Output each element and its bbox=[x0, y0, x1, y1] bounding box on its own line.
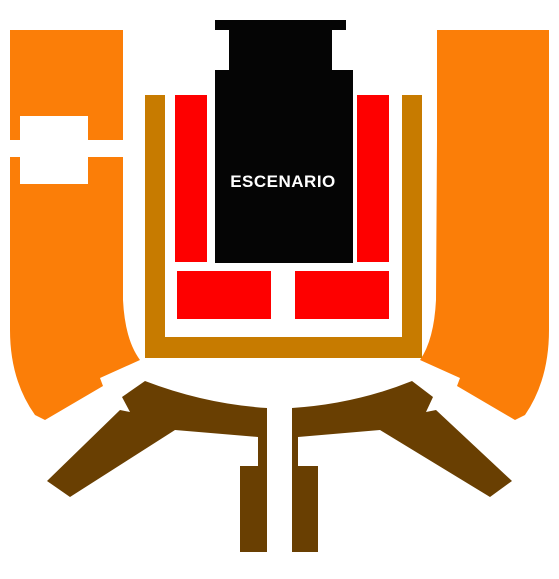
stage-area bbox=[215, 20, 353, 263]
vip-left-column-section[interactable] bbox=[175, 95, 207, 262]
general-right-section[interactable] bbox=[292, 381, 512, 552]
stage-label: ESCENARIO bbox=[230, 172, 336, 191]
lateral-left-section[interactable] bbox=[10, 30, 140, 420]
lateral-right-section[interactable] bbox=[420, 30, 549, 420]
vip-front-left-section[interactable] bbox=[177, 271, 271, 319]
general-left-section[interactable] bbox=[47, 381, 267, 552]
vip-front-right-section[interactable] bbox=[295, 271, 389, 319]
vip-right-column-section[interactable] bbox=[357, 95, 389, 262]
